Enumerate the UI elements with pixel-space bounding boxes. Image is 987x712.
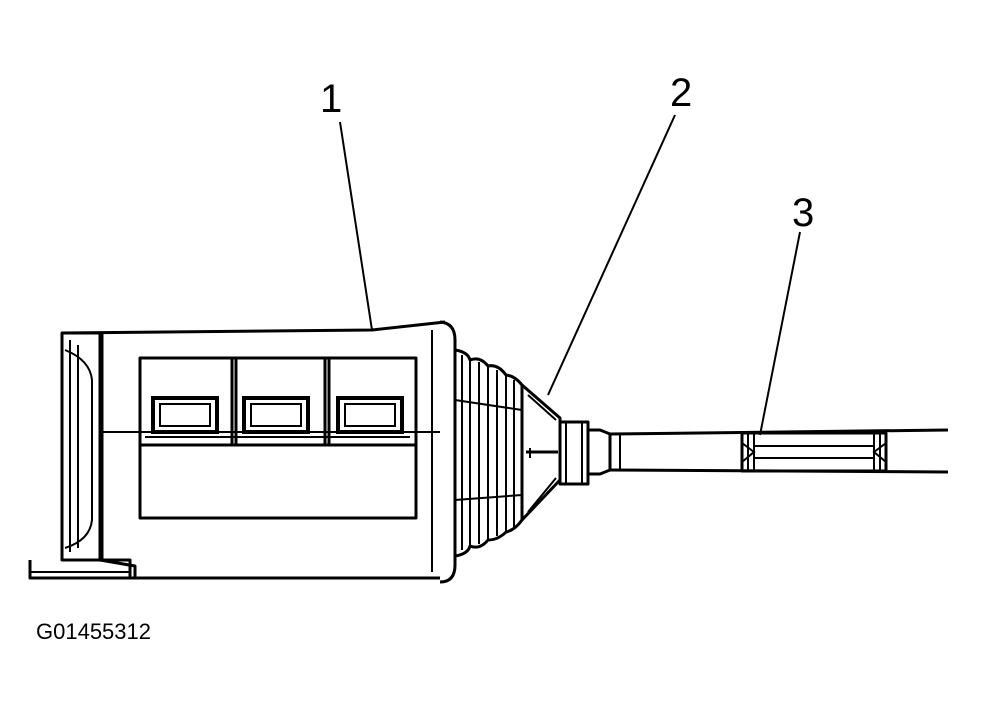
drive-shaft [588, 428, 949, 476]
figure-id: G01455312 [36, 619, 151, 644]
boot-clamp [520, 383, 590, 522]
callout-1: 1 [320, 77, 342, 121]
leader-line-2 [547, 114, 676, 396]
cv-boot-bellows [454, 348, 524, 558]
callout-2: 2 [670, 71, 692, 115]
callout-3: 3 [792, 191, 814, 235]
leader-line-1 [339, 121, 373, 331]
shaft-groove [740, 431, 888, 473]
inner-joint-housing [28, 320, 457, 584]
leader-line-3 [759, 231, 801, 436]
leader-lines [339, 114, 801, 436]
